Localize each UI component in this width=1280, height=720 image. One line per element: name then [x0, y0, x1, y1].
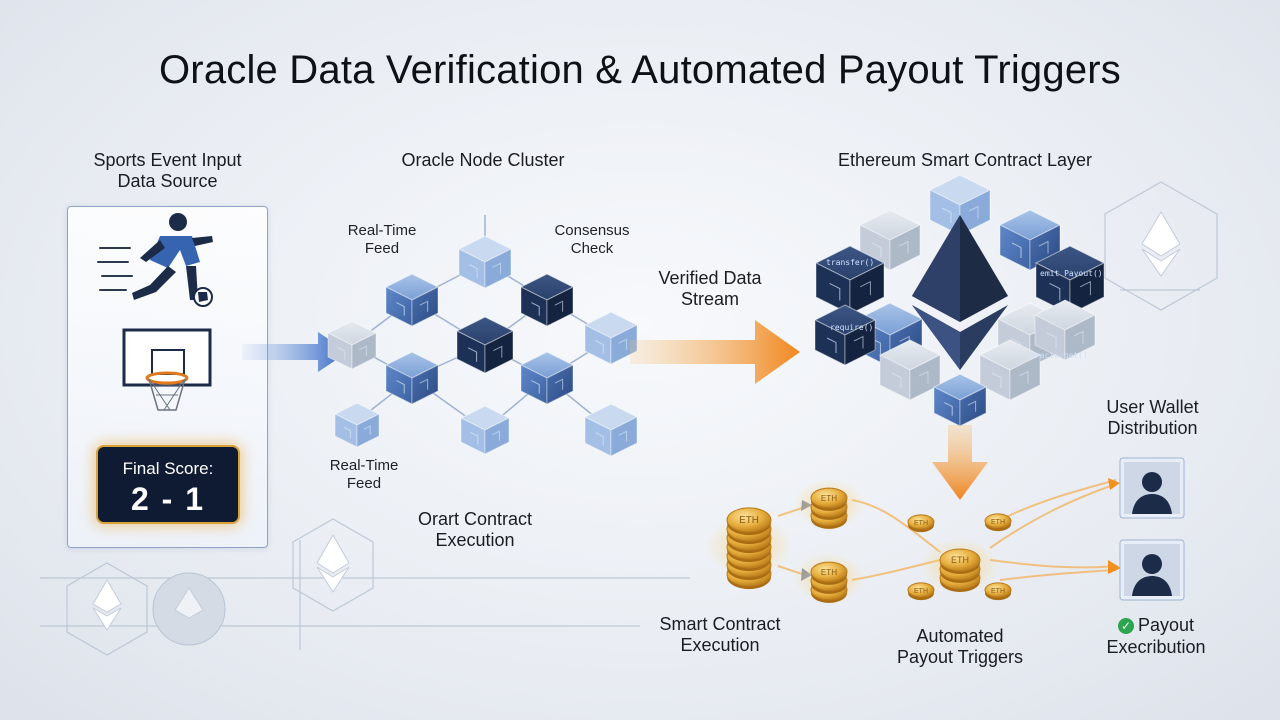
- payout-down-arrow: [932, 425, 988, 500]
- eth-coin: ETH: [810, 487, 848, 511]
- verified-stream-arrow: [630, 320, 800, 384]
- orart-contract-label: Orart Contract Execution: [417, 509, 533, 550]
- consensus-check-label: Consensus Check: [554, 222, 630, 257]
- execribution-word: Execribution: [1106, 637, 1206, 657]
- eth-cube-far-right: [1033, 299, 1097, 361]
- eth-coin: ETH: [907, 582, 935, 601]
- ethereum-section-label: Ethereum Smart Contract Layer: [837, 150, 1093, 170]
- final-score-value: 2 - 1: [130, 481, 206, 517]
- basketball-hoop-icon: [122, 328, 212, 411]
- real-time-feed-bottom-label: Real-Time Feed: [329, 457, 399, 492]
- eth-cube-tl: [858, 209, 922, 271]
- user-wallet-avatars: [1119, 457, 1185, 601]
- code-snippet: oracle.get(): [1030, 351, 1088, 360]
- node-cube-upper-left: [384, 273, 440, 327]
- coin-label: ETH: [991, 519, 1005, 526]
- coin-label: ETH: [739, 515, 759, 526]
- oracle-section-label: Oracle Node Cluster: [401, 150, 565, 170]
- node-cube-bottom-left: [333, 402, 381, 448]
- user-wallet-label: User Wallet Distribution: [1106, 397, 1199, 438]
- node-cube-bottom-right: [583, 403, 639, 457]
- soccer-player-icon: [97, 213, 213, 307]
- coin-label: ETH: [914, 520, 928, 527]
- wallet-arrow-bottom: [1108, 560, 1121, 574]
- oracle-cubes: [326, 235, 639, 457]
- node-cube-right: [583, 311, 639, 365]
- eth-coin: ETH: [810, 561, 848, 585]
- eth-cube-far-left: [813, 304, 877, 366]
- eth-coin: ETH: [907, 514, 935, 533]
- eth-coin: ETH: [984, 582, 1012, 601]
- eth-cube-right: [1034, 245, 1106, 315]
- background-decor: [40, 181, 1218, 656]
- eth-cube-top: [928, 174, 992, 236]
- input-section-label: Sports Event Input Data Source: [93, 150, 242, 191]
- node-cube-upper-right: [519, 273, 575, 327]
- wallet-arrow-top: [1108, 478, 1120, 490]
- eth-coins: ETH ETH ETH ETH ETH ETH ETH ETH: [705, 478, 1012, 604]
- eth-cube-low-right: [978, 339, 1042, 401]
- final-score-board: Final Score: 2 - 1: [98, 447, 238, 522]
- node-cube-center: [455, 316, 515, 374]
- node-cube-top: [457, 235, 513, 289]
- code-snippet: emit Payout(): [1040, 269, 1103, 278]
- final-score-label: Final Score:: [122, 459, 214, 478]
- node-cube-lower-right: [519, 351, 575, 405]
- automated-payout-label: Automated Payout Triggers: [896, 626, 1024, 667]
- coin-label: ETH: [914, 588, 928, 595]
- input-arrow: [242, 332, 348, 372]
- coin-label: ETH: [951, 555, 969, 565]
- code-snippet: require(): [830, 323, 873, 332]
- smart-contract-execution-label: Smart Contract Execution: [659, 614, 781, 655]
- page-title: Oracle Data Verification & Automated Pay…: [158, 48, 1121, 92]
- payout-execribution-label: ✓Payout Execribution: [1086, 614, 1226, 658]
- payout-word: Payout: [1137, 615, 1195, 635]
- ethereum-watermark-icon: [92, 211, 1181, 631]
- verified-stream-label: Verified Data Stream: [658, 268, 762, 309]
- check-icon: ✓: [1117, 618, 1134, 634]
- code-snippet: transfer(): [826, 258, 874, 267]
- coin-label: ETH: [991, 588, 1005, 595]
- ethereum-cluster: transfer() emit Payout() require() oracle.g…: [813, 174, 1106, 427]
- coin-label: ETH: [821, 494, 837, 503]
- coin-label: ETH: [821, 568, 837, 577]
- ethereum-logo-icon: [912, 215, 1008, 370]
- eth-cube-bottom: [932, 373, 988, 427]
- real-time-feed-top-label: Real-Time Feed: [347, 222, 417, 257]
- node-cube-left: [326, 320, 378, 370]
- node-cube-lower-left: [384, 351, 440, 405]
- node-cube-bottom: [459, 405, 511, 455]
- eth-coin: ETH: [984, 513, 1012, 532]
- eth-cube-left: [814, 245, 886, 315]
- eth-coin: ETH: [939, 548, 981, 574]
- eth-coin: ETH: [726, 507, 772, 536]
